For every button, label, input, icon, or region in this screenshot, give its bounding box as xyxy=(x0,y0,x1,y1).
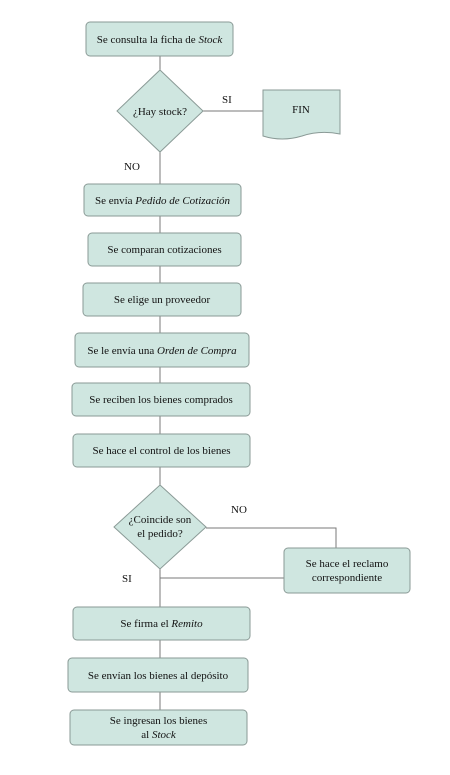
decision-diamond xyxy=(113,484,207,570)
process-box xyxy=(87,232,242,267)
node-label: Se firma el Remito xyxy=(120,618,203,630)
decision-label: ¿Hay stock? xyxy=(133,106,187,118)
process-box xyxy=(74,332,250,368)
decision-hay-stock: ¿Hay stock? xyxy=(116,69,204,153)
node-label-line1: Se hace el reclamo xyxy=(306,558,389,570)
node-label: Se comparan cotizaciones xyxy=(107,244,221,256)
decision-label-line1: ¿Coincide son xyxy=(129,514,192,526)
node-elige: Se elige un proveedor xyxy=(82,282,242,317)
node-label: Se envía Pedido de Cotización xyxy=(95,195,231,207)
node-control: Se hace el control de los bienes xyxy=(72,433,251,468)
node-fin: FIN xyxy=(262,89,341,140)
document-shape xyxy=(262,89,341,140)
node-ingresan: Se ingresan los bienes al Stock xyxy=(69,709,248,746)
node-label: Se reciben los bienes comprados xyxy=(89,394,233,406)
process-box xyxy=(71,382,251,417)
connectors xyxy=(159,56,337,710)
label-no-coincide: NO xyxy=(231,504,247,516)
decision-label-line2: el pedido? xyxy=(137,528,183,540)
connector-coincide-to-reclamo xyxy=(206,527,337,548)
label-si-hay-stock: SI xyxy=(222,94,232,106)
node-consulta: Se consulta la ficha de Stock xyxy=(85,21,234,57)
node-label-line1: Se ingresan los bienes xyxy=(110,715,207,727)
node-label: Se le envía una Orden de Compra xyxy=(87,345,237,357)
process-box xyxy=(69,709,248,746)
decision-diamond xyxy=(116,69,204,153)
node-label-line2: al Stock xyxy=(141,729,177,741)
node-orden: Se le envía una Orden de Compra xyxy=(74,332,250,368)
node-pedido: Se envía Pedido de Cotización xyxy=(83,183,242,217)
process-box xyxy=(283,547,411,594)
process-box xyxy=(72,433,251,468)
node-envian: Se envían los bienes al depósito xyxy=(67,657,249,693)
node-comparan: Se comparan cotizaciones xyxy=(87,232,242,267)
node-label: Se envían los bienes al depósito xyxy=(88,670,229,682)
node-label-line2: correspondiente xyxy=(312,572,382,584)
node-remito: Se firma el Remito xyxy=(72,606,251,641)
node-label: Se consulta la ficha de Stock xyxy=(97,34,224,46)
node-reciben: Se reciben los bienes comprados xyxy=(71,382,251,417)
node-label: Se hace el control de los bienes xyxy=(92,445,230,457)
decision-coincide: ¿Coincide son el pedido? xyxy=(113,484,207,570)
process-box xyxy=(82,282,242,317)
process-box xyxy=(85,21,234,57)
fin-label: FIN xyxy=(292,104,310,116)
process-box xyxy=(72,606,251,641)
process-box xyxy=(67,657,249,693)
label-si-coincide: SI xyxy=(122,573,132,585)
node-label: Se elige un proveedor xyxy=(114,294,211,306)
node-reclamo: Se hace el reclamo correspondiente xyxy=(283,547,411,594)
process-box xyxy=(83,183,242,217)
label-no-hay-stock: NO xyxy=(124,161,140,173)
